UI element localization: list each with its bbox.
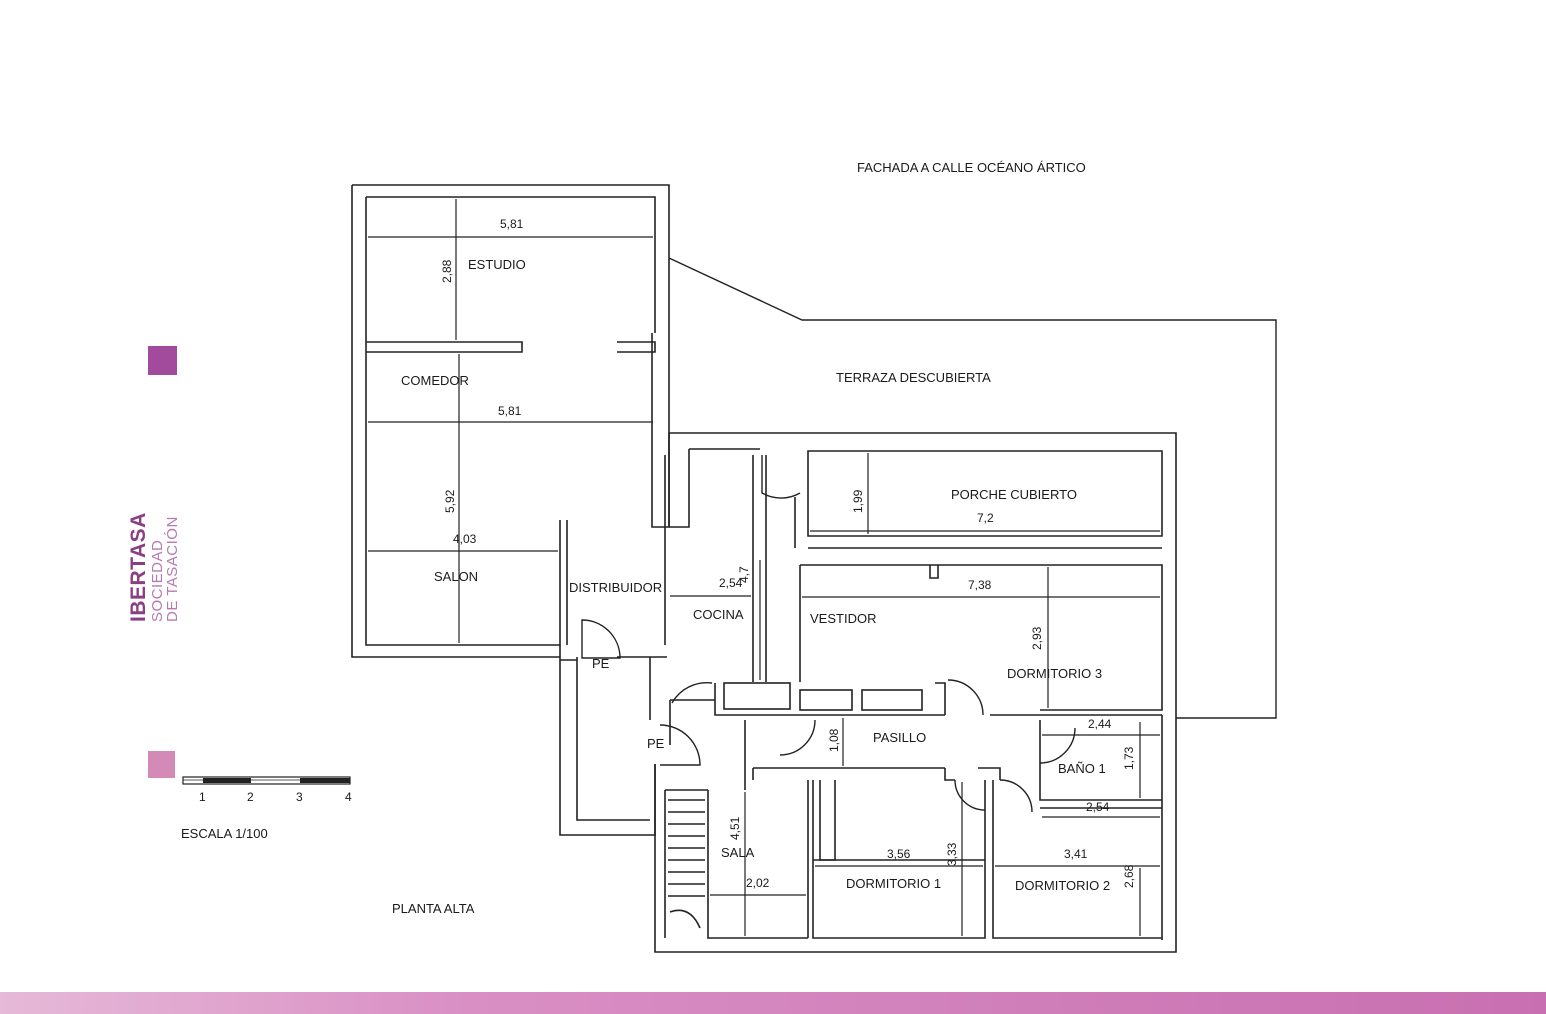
room-label-pasillo: PASILLO [873,730,926,745]
terrace-outline [668,257,1277,719]
room-label-vestidor: VESTIDOR [810,611,876,626]
room-label-dormitorio-1: DORMITORIO 1 [846,876,941,891]
scale-label: ESCALA 1/100 [181,826,268,841]
room-label-pe-upper: PE [592,656,610,671]
dim-salon-width: 4,03 [453,532,477,546]
dim-bano-height: 1,73 [1122,746,1136,770]
room-label-porche: PORCHE CUBIERTO [951,487,1077,502]
dim-dormitorio2-height: 2,68 [1122,864,1136,888]
room-label-cocina: COCINA [693,607,744,622]
dim-porche-height: 1,99 [851,489,865,513]
plan-title: PLANTA ALTA [392,901,475,916]
dim-sala-height: 4,51 [728,816,742,840]
dim-cocina-width: 2,54 [719,576,743,590]
dim-sala-width: 2,02 [746,876,770,890]
room-label-salon: SALON [434,569,478,584]
dim-porche-width: 7,2 [977,511,994,525]
dim-dormitorio3-height: 2,93 [1030,626,1044,650]
brand-line-2: DE TASACIÓN [164,516,181,622]
room-label-bano-1: BAÑO 1 [1058,761,1106,776]
room-label-comedor: COMEDOR [401,373,469,388]
dimension-lines [368,199,1160,936]
room-label-distribuidor: DISTRIBUIDOR [569,580,662,595]
dim-dormitorio2-width: 3,41 [1064,847,1088,861]
brand-swatch-light [148,751,175,778]
brand-line-1: SOCIEDAD [149,540,166,622]
dim-bano-width: 2,44 [1088,717,1112,731]
scale-tick-2: 2 [247,790,254,804]
dim-comedor-width: 5,81 [498,404,522,418]
dim-cocina-height: 4,7 [737,566,751,583]
terrace-label: TERRAZA DESCUBIERTA [836,370,991,385]
dim-bano-width-2: 2,54 [1086,800,1110,814]
walls [351,184,1177,953]
dim-dormitorio1-width: 3,56 [887,847,911,861]
dim-vestidor-width: 7,38 [968,578,992,592]
facade-title: FACHADA A CALLE OCÉANO ÁRTICO [857,160,1086,175]
room-label-sala: SALA [721,845,755,860]
brand-name: IBERTASA [127,512,150,622]
room-label-estudio: ESTUDIO [468,257,526,272]
brand-swatch-dark [148,346,177,375]
dim-dormitorio1-height: 3,33 [945,842,959,866]
dim-comedor-height: 5,92 [443,489,457,513]
room-label-pe-lower: PE [647,736,665,751]
dim-estudio-width: 5,81 [500,217,524,231]
bottom-color-band [0,992,1546,1014]
scale-tick-1: 1 [199,790,206,804]
room-label-dormitorio-2: DORMITORIO 2 [1015,878,1110,893]
dim-pasillo-height: 1,08 [827,728,841,752]
dim-estudio-height: 2,88 [440,259,454,283]
scale-tick-4: 4 [345,790,352,804]
door-swings [581,455,1076,813]
room-label-dormitorio-3: DORMITORIO 3 [1007,666,1102,681]
scale-bar [182,776,351,785]
scale-tick-3: 3 [296,790,303,804]
